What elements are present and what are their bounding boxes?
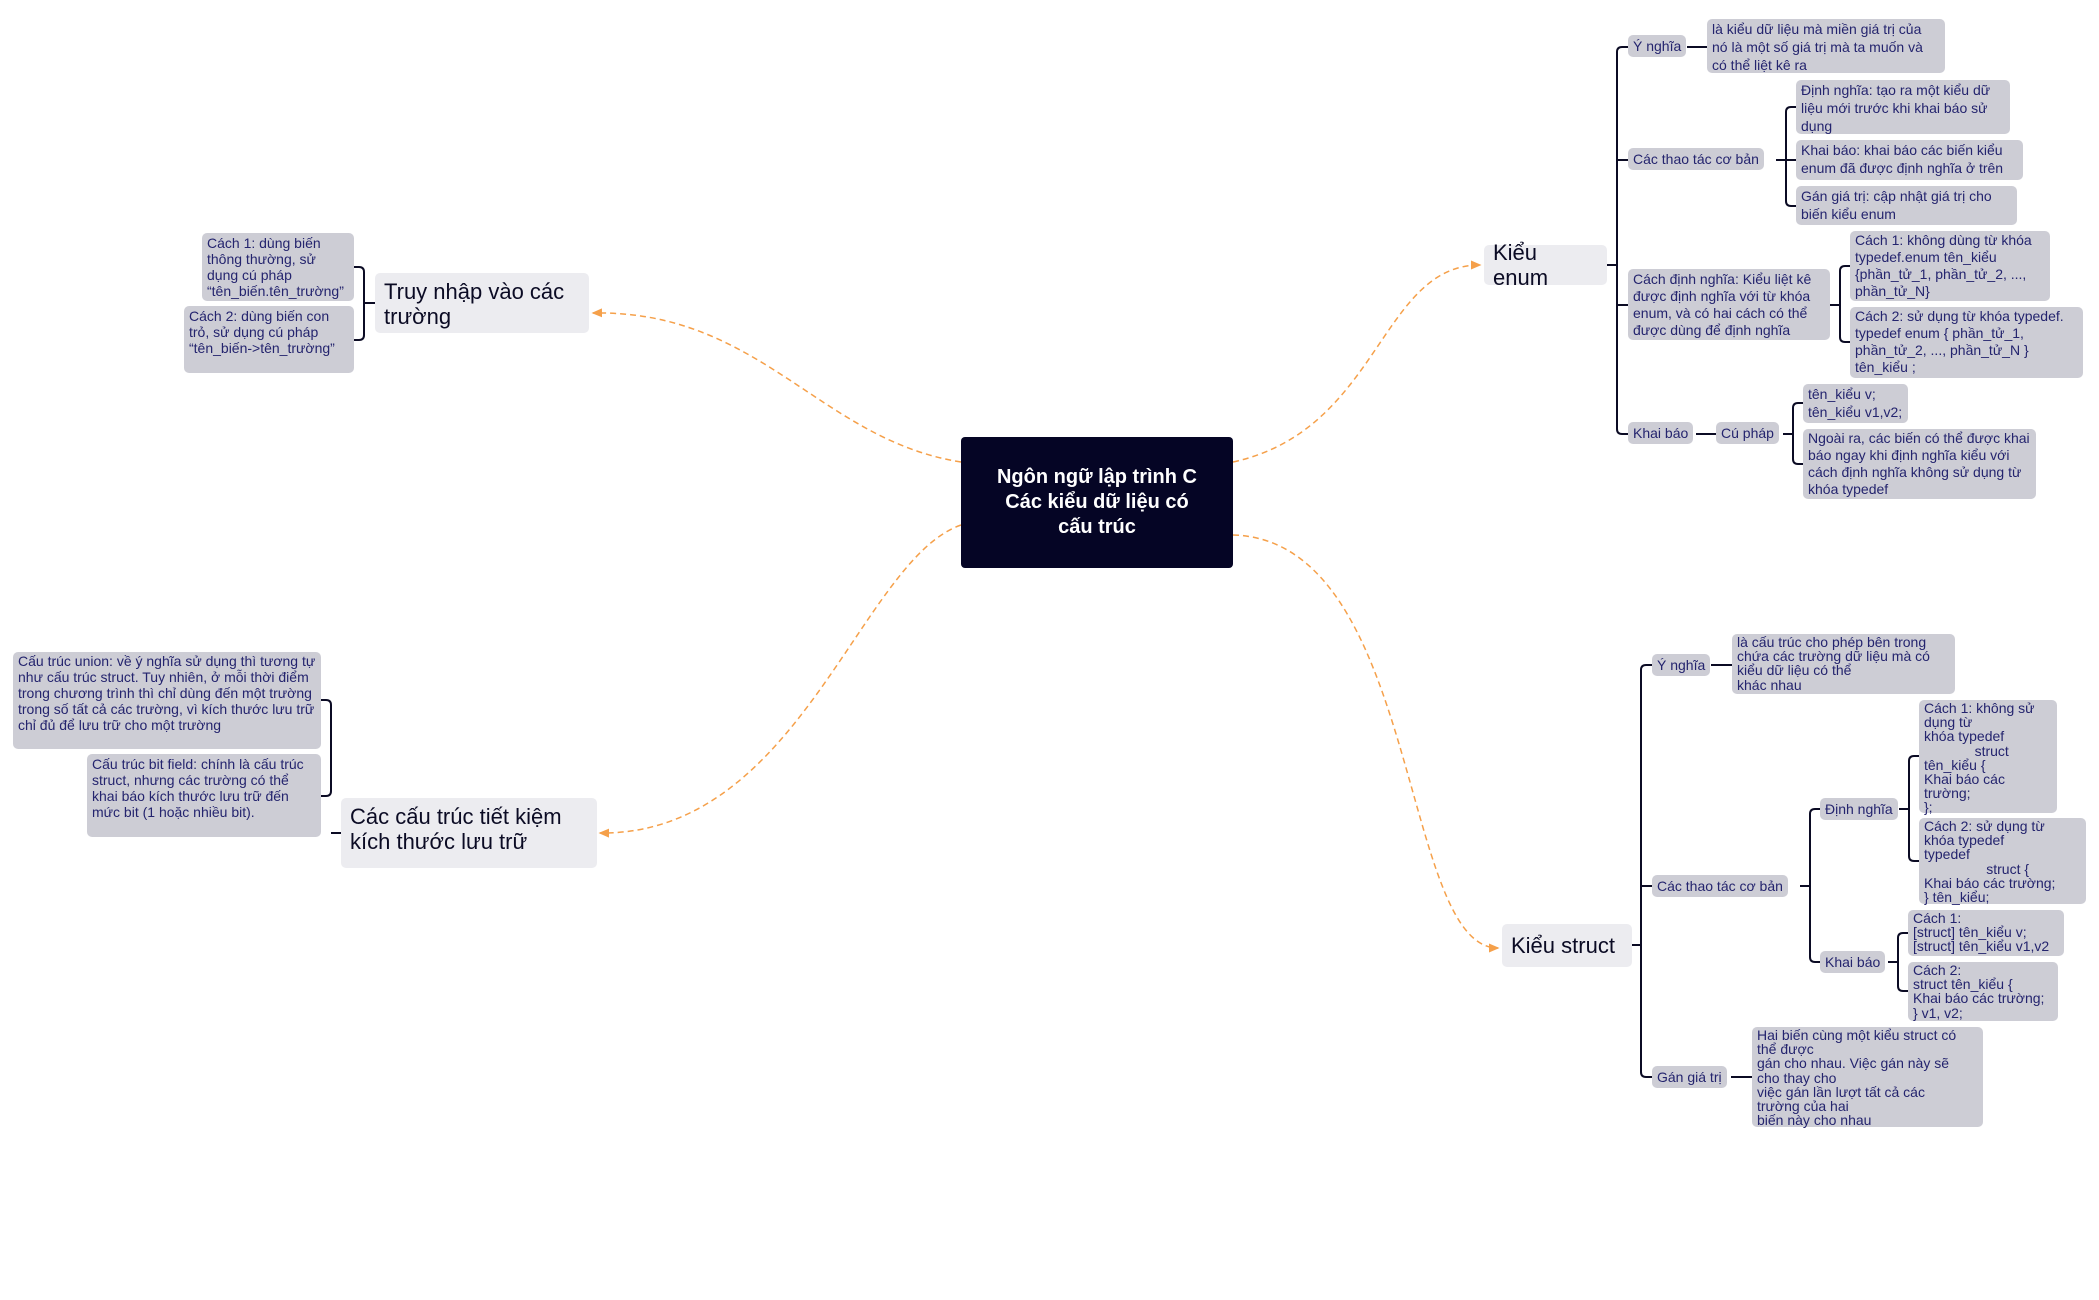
struct-assign-text[interactable]: Hai biến cùng một kiểu struct có thể đượ… <box>1752 1027 1983 1127</box>
connector-access <box>591 308 962 463</box>
struct-def-way2[interactable]: Cách 2: sử dụng từ khóa typedef typedef … <box>1919 818 2086 904</box>
struct-assign-label[interactable]: Gán giá trị <box>1652 1066 1727 1088</box>
struct-def-label[interactable]: Định nghĩa <box>1820 798 1898 820</box>
enum-syntax-label[interactable]: Cú pháp <box>1716 422 1779 444</box>
connector-struct <box>1232 534 1500 953</box>
access-way1[interactable]: Cách 1: dùng biến thông thường, sử dụng … <box>202 233 354 301</box>
enum-def-way2[interactable]: Cách 2: sử dụng từ khóa typedef. typedef… <box>1850 307 2083 378</box>
struct-decl-way2[interactable]: Cách 2: struct tên_kiểu { Khai báo các t… <box>1908 962 2058 1021</box>
enum-op-assign[interactable]: Gán giá trị: cập nhật giá trị cho biến k… <box>1796 186 2017 225</box>
root-node[interactable]: Ngôn ngữ lập trình C Các kiểu dữ liệu có… <box>961 437 1233 568</box>
enum-op-define[interactable]: Định nghĩa: tạo ra một kiểu dữ liệu mới … <box>1796 80 2010 134</box>
enum-decl-label[interactable]: Khai báo <box>1628 422 1694 444</box>
enum-syntax-1[interactable]: tên_kiểu v; tên_kiểu v1,v2; <box>1803 384 1908 423</box>
struct-meaning-text[interactable]: là cấu trúc cho phép bên trong chứa các … <box>1732 634 1955 694</box>
saving-bitfield[interactable]: Cấu trúc bit field: chính là cấu trúc st… <box>87 754 321 837</box>
saving-union[interactable]: Cấu trúc union: về ý nghĩa sử dụng thì t… <box>13 652 321 749</box>
struct-decl-way1[interactable]: Cách 1: [struct] tên_kiểu v; [struct] tê… <box>1908 910 2064 956</box>
struct-ops-label[interactable]: Các thao tác cơ bản <box>1652 875 1788 897</box>
connector-enum <box>1232 260 1482 463</box>
enum-syntax-2[interactable]: Ngoài ra, các biến có thể được khai báo … <box>1803 429 2036 499</box>
struct-decl-label[interactable]: Khai báo <box>1820 951 1886 973</box>
connector-saving <box>598 524 962 838</box>
enum-meaning-text[interactable]: là kiểu dữ liệu mà miền giá trị của nó l… <box>1707 19 1945 73</box>
access-way2[interactable]: Cách 2: dùng biến con trỏ, sử dụng cú ph… <box>184 306 354 373</box>
node-storage-saving[interactable]: Các cấu trúc tiết kiệm kích thước lưu tr… <box>341 798 597 868</box>
enum-op-declare[interactable]: Khai báo: khai báo các biến kiểu enum đã… <box>1796 140 2023 180</box>
node-enum[interactable]: Kiểu enum <box>1484 240 1607 290</box>
root-title: Ngôn ngữ lập trình C Các kiểu dữ liệu có… <box>996 466 1197 538</box>
node-struct[interactable]: Kiểu struct <box>1502 924 1632 967</box>
struct-meaning-label[interactable]: Ý nghĩa <box>1652 654 1711 676</box>
enum-def-label[interactable]: Cách định nghĩa: Kiểu liệt kê được định … <box>1628 269 1830 340</box>
enum-ops-label[interactable]: Các thao tác cơ bản <box>1628 148 1764 170</box>
enum-def-way1[interactable]: Cách 1: không dùng từ khóa typedef.enum … <box>1850 231 2050 301</box>
enum-meaning-label[interactable]: Ý nghĩa <box>1628 35 1687 57</box>
struct-def-way1[interactable]: Cách 1: không sử dụng từ khóa typedef st… <box>1919 700 2057 815</box>
node-access-fields[interactable]: Truy nhập vào các trường <box>375 273 589 333</box>
